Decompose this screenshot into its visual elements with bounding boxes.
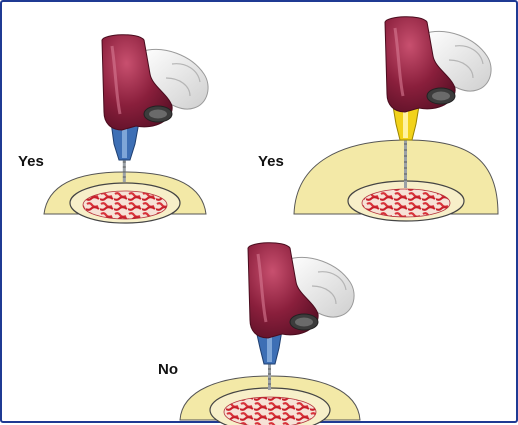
power-driver (102, 35, 208, 130)
panel-bottom: No (158, 243, 360, 425)
panel-top-left: Yes (18, 35, 208, 223)
label-yes-left: Yes (18, 153, 44, 170)
label-no: No (158, 361, 178, 378)
bone-marrow (362, 189, 450, 217)
needle-shaft (404, 138, 407, 188)
label-yes-right: Yes (258, 153, 284, 170)
bone-marrow (83, 191, 167, 219)
power-driver (248, 243, 354, 338)
bone-marrow (224, 397, 316, 425)
panel-top-right: Yes (258, 17, 498, 221)
power-driver (385, 17, 491, 112)
